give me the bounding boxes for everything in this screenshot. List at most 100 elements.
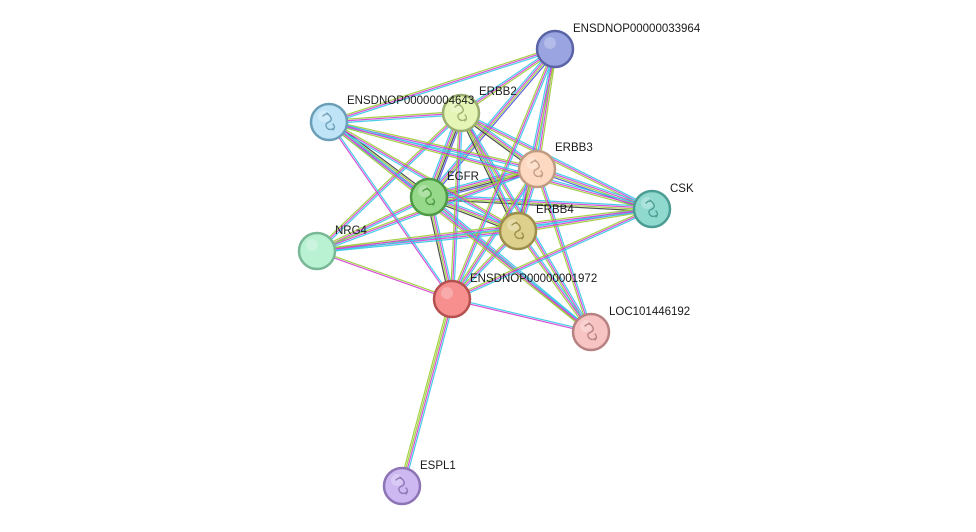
edge-line [329,119,653,209]
edge-line [328,121,653,210]
edge-line [329,113,462,125]
edge-ensdnop00000033964-ensdnop00000001972 [449,48,558,300]
edge-ensdnop00000004643-csk [328,119,653,212]
node-label: CSK [670,183,694,195]
protein-structure-icon [645,199,659,218]
node-erbb2[interactable]: ERBB2 [441,86,517,133]
edge-line [461,111,653,209]
edge-line [316,230,519,252]
edge-line [327,122,591,334]
node-label: ENSDNOP00000001972 [470,273,597,285]
protein-structure-icon [322,112,336,131]
edge-line [452,297,592,332]
node-ensdnop00000004643[interactable]: ENSDNOP00000004643 [309,95,474,142]
node-highlight [441,287,453,299]
edge-line [403,299,455,487]
edge-line [452,49,558,300]
edge-line [317,209,653,254]
edge-ensdnop00000033964-ensdnop00000004643 [328,46,556,125]
edge-line [518,49,558,232]
edge-line [452,209,653,302]
edge-line [400,298,452,486]
edge-line [327,122,452,300]
protein-structure-icon [584,322,598,341]
edge-ensdnop00000004643-ensdnop00000001972 [327,121,454,300]
edge-line [517,230,592,333]
edge-line [429,49,557,198]
edge-line [537,49,558,170]
edge-line [402,299,454,487]
node-label: NRG4 [335,225,368,237]
node-label: EGFR [447,171,479,183]
node-csk[interactable]: CSK [632,183,694,229]
edge-line [452,113,464,300]
edge-line [317,249,453,299]
node-erbb4[interactable]: ERBB4 [498,204,574,251]
edge-line [328,122,652,212]
node-circle[interactable] [535,29,575,69]
edge-line [316,208,653,252]
node-highlight [507,219,519,231]
edge-line [517,48,556,232]
edge-line [426,47,554,196]
node-erbb3[interactable]: ERBB3 [517,142,593,189]
node-label: ENSDNOP00000004643 [347,95,474,107]
edge-line [460,113,652,211]
edge-line [316,195,429,251]
edge-line [317,231,519,254]
edge-line [517,208,653,232]
node-espl1[interactable]: ESPL1 [382,460,456,506]
edge-line [329,119,538,169]
edge-erbb4-loc101446192 [516,229,593,334]
edge-line [518,229,593,332]
protein-structure-icon [422,187,436,206]
edge-line [451,208,653,300]
edge-line [536,169,652,211]
node-loc101446192[interactable]: LOC101446192 [571,306,690,352]
protein-structure-icon [511,221,525,240]
edge-line [328,46,555,122]
edge-line [516,231,591,334]
node-ensdnop00000001972[interactable]: ENSDNOP00000001972 [432,273,597,319]
edge-line [316,112,462,252]
edge-erbb4-csk [517,206,653,234]
edge-line [537,167,653,209]
edge-line [328,48,556,123]
node-label: ESPL1 [420,460,456,472]
node-nrg4[interactable]: NRG4 [297,225,368,271]
edge-line [328,121,519,232]
node-circle[interactable] [432,279,472,319]
node-highlight [318,110,330,122]
protein-structure-icon [530,159,544,178]
edge-line [451,299,591,334]
edge-line [399,298,451,486]
edge-erbb2-ensdnop00000004643 [328,110,462,125]
edge-line [451,112,462,300]
edge-line [328,121,592,333]
node-label: ERBB2 [479,86,517,98]
edge-line [451,168,538,300]
edge-line [329,120,593,332]
edge-line [316,206,652,251]
edge-line [517,206,652,231]
edge-line [518,209,653,234]
edge-egfr-ensdnop00000033964 [426,47,558,199]
edge-erbb4-nrg4 [316,228,519,254]
node-label: ENSDNOP00000033964 [573,23,701,35]
edge-erbb2-csk [460,111,653,211]
node-ensdnop00000033964[interactable]: ENSDNOP00000033964 [535,23,701,69]
edge-line [451,48,556,300]
edge-line [315,111,461,251]
node-highlight [306,239,318,251]
edge-line [329,121,454,299]
edge-ensdnop00000001972-loc101446192 [451,297,592,334]
edge-erbb2-ensdnop00000001972 [449,112,464,300]
node-highlight [641,197,653,209]
node-highlight [526,157,538,169]
protein-structure-icon [454,103,468,122]
edge-line [317,113,463,253]
protein-structure-icon [395,476,409,495]
node-egfr[interactable]: EGFR [409,171,479,217]
node-circle[interactable] [297,231,337,271]
